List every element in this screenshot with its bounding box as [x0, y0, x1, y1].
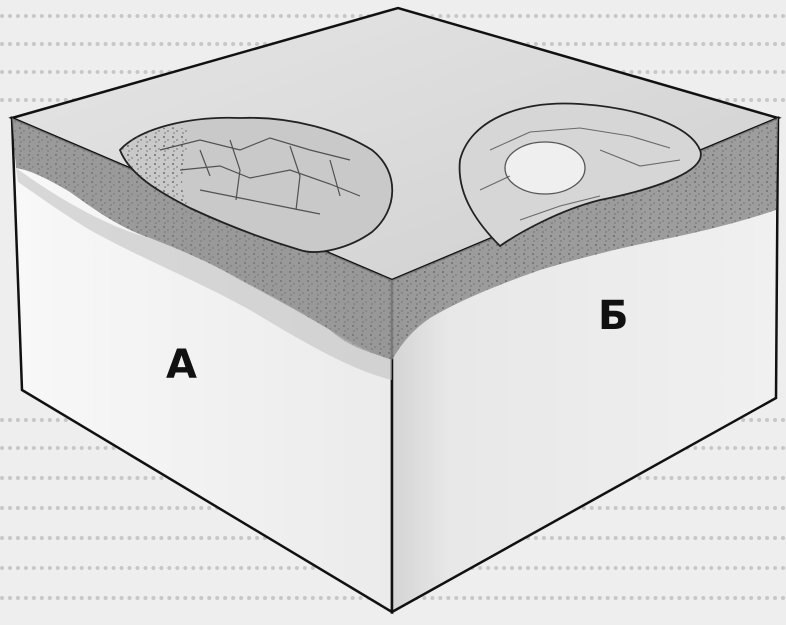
depression-b-inner-pool: [505, 142, 585, 194]
label-a: А: [166, 342, 197, 388]
label-b: Б: [598, 293, 629, 339]
